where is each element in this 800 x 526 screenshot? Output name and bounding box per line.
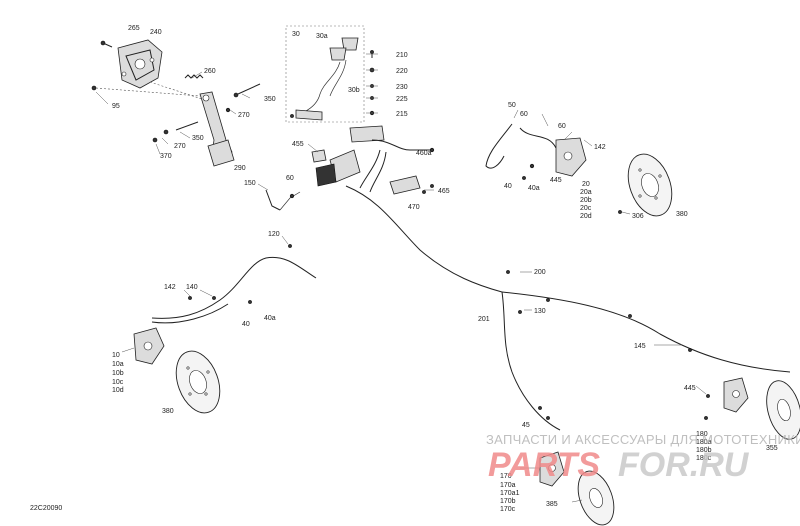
label-230: 230 bbox=[396, 84, 408, 91]
label-265: 265 bbox=[128, 25, 140, 32]
label-170a: 170a bbox=[500, 482, 516, 489]
label-215: 215 bbox=[396, 111, 408, 118]
label-350-top: 350 bbox=[264, 96, 276, 103]
label-150: 150 bbox=[244, 180, 256, 187]
brake-lines-460a bbox=[359, 139, 435, 193]
label-95: 95 bbox=[112, 103, 120, 110]
label-40a-right: 40a bbox=[528, 185, 540, 192]
label-200: 200 bbox=[534, 269, 546, 276]
label-180: 180 bbox=[696, 431, 708, 438]
brake-disc-380-right bbox=[618, 153, 673, 217]
label-10b: 10b bbox=[112, 370, 124, 377]
brake-disc-380-left bbox=[175, 350, 221, 414]
label-20b: 20b bbox=[580, 197, 592, 204]
brake-hose-40-left bbox=[151, 244, 317, 324]
label-60-pedal: 60 bbox=[286, 175, 294, 182]
caliper-20 bbox=[522, 137, 587, 180]
label-170c: 170c bbox=[500, 506, 516, 513]
label-355: 355 bbox=[766, 445, 778, 452]
leader-lines bbox=[95, 53, 707, 503]
label-145: 145 bbox=[634, 343, 646, 350]
nut-95 bbox=[91, 85, 97, 91]
label-20a: 20a bbox=[580, 189, 592, 196]
label-10d: 10d bbox=[112, 387, 124, 394]
label-30a: 30a bbox=[316, 33, 328, 40]
main-brake-line-201 bbox=[345, 185, 791, 431]
label-470: 470 bbox=[408, 204, 420, 211]
brake-hose-40 bbox=[485, 123, 557, 169]
label-290: 290 bbox=[234, 165, 246, 172]
label-201: 201 bbox=[478, 316, 490, 323]
label-210: 210 bbox=[396, 52, 408, 59]
caliper-10 bbox=[133, 327, 165, 365]
pedal-bracket-240 bbox=[117, 39, 163, 89]
caliper-180 bbox=[704, 377, 749, 420]
label-50: 50 bbox=[508, 102, 516, 109]
bracket-465-470 bbox=[389, 175, 434, 195]
label-130: 130 bbox=[534, 308, 546, 315]
label-40-left: 40 bbox=[242, 321, 250, 328]
caliper-170 bbox=[539, 451, 565, 487]
label-180b: 180b bbox=[696, 447, 712, 454]
label-465: 465 bbox=[438, 188, 450, 195]
label-10c: 10c bbox=[112, 379, 124, 386]
label-455: 455 bbox=[292, 141, 304, 148]
label-225: 225 bbox=[396, 96, 408, 103]
label-45: 45 bbox=[522, 422, 530, 429]
label-180a: 180a bbox=[696, 439, 712, 446]
label-445-rear: 445 bbox=[684, 385, 696, 392]
label-30b: 30b bbox=[348, 87, 360, 94]
label-170a1: 170a1 bbox=[500, 490, 520, 497]
label-370: 370 bbox=[160, 153, 172, 160]
watermark-logo-parts: PARTS bbox=[488, 446, 600, 484]
brake-switch-150 bbox=[265, 189, 301, 211]
watermark: ЗАПЧАСТИ И АКСЕССУАРЫ ДЛЯ МОТОТЕХНИКИ PA… bbox=[486, 432, 800, 484]
label-350-bottom: 350 bbox=[192, 135, 204, 142]
label-270-bottom: 270 bbox=[174, 143, 186, 150]
label-170b: 170b bbox=[500, 498, 516, 505]
label-385: 385 bbox=[546, 501, 558, 508]
hardware-stack-210-215 bbox=[369, 50, 375, 116]
label-142-left: 142 bbox=[164, 284, 176, 291]
label-30: 30 bbox=[292, 31, 300, 38]
label-240: 240 bbox=[150, 29, 162, 36]
label-120: 120 bbox=[268, 231, 280, 238]
label-220: 220 bbox=[396, 68, 408, 75]
pin-350-270 bbox=[225, 83, 261, 113]
label-60-caliper: 60 bbox=[558, 123, 566, 130]
label-380-right: 380 bbox=[676, 211, 688, 218]
label-40a-left: 40a bbox=[264, 315, 276, 322]
label-460a: 460a bbox=[416, 150, 432, 157]
label-10: 10 bbox=[112, 352, 120, 359]
label-270-top: 270 bbox=[238, 112, 250, 119]
brake-disc-385 bbox=[577, 470, 615, 526]
watermark-logo-for: FOR.RU bbox=[618, 446, 750, 484]
label-40-right: 40 bbox=[504, 183, 512, 190]
label-180c: 180c bbox=[696, 455, 712, 462]
label-306: 306 bbox=[632, 213, 644, 220]
label-380-left: 380 bbox=[162, 408, 174, 415]
label-20: 20 bbox=[582, 181, 590, 188]
brake-disc-355 bbox=[766, 380, 800, 440]
label-20d: 20d bbox=[580, 213, 592, 220]
label-445-right: 445 bbox=[550, 177, 562, 184]
label-142-right: 142 bbox=[594, 144, 606, 151]
bolt-265 bbox=[100, 40, 113, 48]
label-170: 170 bbox=[500, 473, 512, 480]
label-10a: 10a bbox=[112, 361, 124, 368]
bolt-350-270-370 bbox=[152, 121, 199, 143]
label-260: 260 bbox=[204, 68, 216, 75]
watermark-caption: ЗАПЧАСТИ И АКСЕССУАРЫ ДЛЯ МОТОТЕХНИКИ bbox=[486, 432, 800, 447]
label-60-hose: 60 bbox=[520, 111, 528, 118]
diagram-code: 22C20090 bbox=[30, 505, 62, 512]
pedal-arm-280 bbox=[199, 91, 235, 167]
label-140: 140 bbox=[186, 284, 198, 291]
spring-260 bbox=[184, 74, 204, 79]
label-20c: 20c bbox=[580, 205, 592, 212]
master-cylinder-assembly bbox=[311, 125, 385, 187]
master-cylinder-inset-30 bbox=[285, 25, 365, 123]
part-labels: 265 240 95 260 350 270 350 270 370 290 1… bbox=[112, 25, 778, 513]
